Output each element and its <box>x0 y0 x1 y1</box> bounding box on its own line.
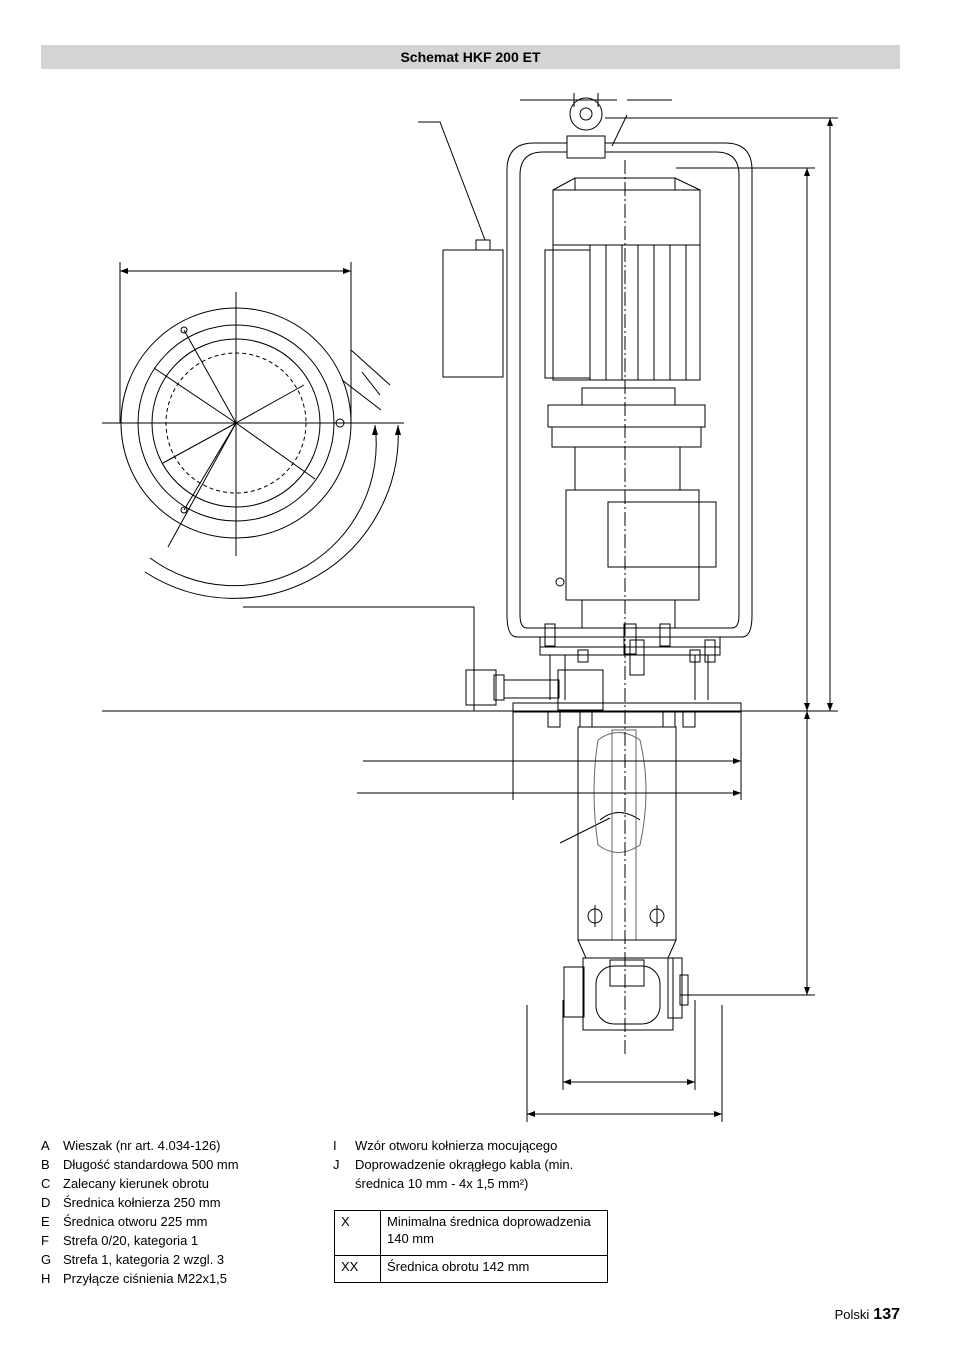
legend-key: E <box>41 1214 50 1229</box>
table-row: XX Średnica obrotu 142 mm <box>334 1255 608 1283</box>
pump-side-view <box>442 93 753 1055</box>
legend-right: I Wzór otworu kołnierza mocującego J Dopro… <box>333 1136 623 1193</box>
legend-item: J Doprowadzenie okrągłego kabla (min. śre… <box>333 1155 623 1193</box>
legend-key: A <box>41 1138 50 1153</box>
legend-key: J <box>333 1157 340 1172</box>
legend-key: I <box>333 1138 337 1153</box>
table-text: Minimalna średnica doprowadzenia 140 mm <box>380 1210 608 1256</box>
legend-key: D <box>41 1195 51 1210</box>
dimension-lines <box>102 117 838 1122</box>
page-footer: Polski 137 <box>835 1306 900 1324</box>
legend-key: B <box>41 1157 50 1172</box>
table-key: X <box>334 1210 381 1256</box>
section-title-bar: Schemat HKF 200 ET <box>41 45 900 69</box>
legend-item: F Strefa 0/20, kategoria 1 <box>41 1231 301 1250</box>
legend-text: Średnica kołnierza 250 mm <box>63 1195 221 1210</box>
legend-key: C <box>41 1176 51 1191</box>
legend-text: Długość standardowa 500 mm <box>63 1157 239 1172</box>
legend-left: A Wieszak (nr art. 4.034-126) B Długość st… <box>41 1136 301 1288</box>
legend-text: Strefa 1, kategoria 2 wzgl. 3 <box>63 1252 225 1267</box>
legend-key: H <box>41 1271 51 1286</box>
legend-item: C Zalecany kierunek obrotu <box>41 1174 301 1193</box>
legend-text: Zalecany kierunek obrotu <box>63 1176 209 1191</box>
legend-text: Wieszak (nr art. 4.034-126) <box>63 1138 221 1153</box>
legend-text: Strefa 0/20, kategoria 1 <box>63 1233 199 1248</box>
section-title: Schemat HKF 200 ET <box>400 49 541 65</box>
legend-text: Średnica otworu 225 mm <box>63 1214 208 1229</box>
dimension-notes-table: X Minimalna średnica doprowadzenia 140 m… <box>334 1210 608 1283</box>
legend-text: Doprowadzenie okrągłego kabla (min. śred… <box>355 1157 574 1191</box>
legend-text: Wzór otworu kołnierza mocującego <box>355 1138 558 1153</box>
legend-key: F <box>41 1233 49 1248</box>
page-number: 137 <box>873 1306 900 1323</box>
legend-key: G <box>41 1252 52 1267</box>
legend-item: B Długość standardowa 500 mm <box>41 1155 301 1174</box>
leader-lines <box>243 99 672 844</box>
legend-text: Przyłącze ciśnienia M22x1,5 <box>63 1271 228 1286</box>
legend-item: A Wieszak (nr art. 4.034-126) <box>41 1136 301 1155</box>
legend-item: I Wzór otworu kołnierza mocującego <box>333 1136 623 1155</box>
legend-item: E Średnica otworu 225 mm <box>41 1212 301 1231</box>
legend-item: G Strefa 1, kategoria 2 wzgl. 3 <box>41 1250 301 1269</box>
footer-language: Polski <box>834 1307 870 1322</box>
table-row: X Minimalna średnica doprowadzenia 140 m… <box>334 1210 608 1256</box>
table-key: XX <box>334 1255 381 1283</box>
flange-top-view <box>102 262 404 599</box>
legend-item: H Przyłącze ciśnienia M22x1,5 <box>41 1269 301 1288</box>
table-text: Średnica obrotu 142 mm <box>380 1255 608 1283</box>
legend-item: D Średnica kołnierza 250 mm <box>41 1193 301 1212</box>
